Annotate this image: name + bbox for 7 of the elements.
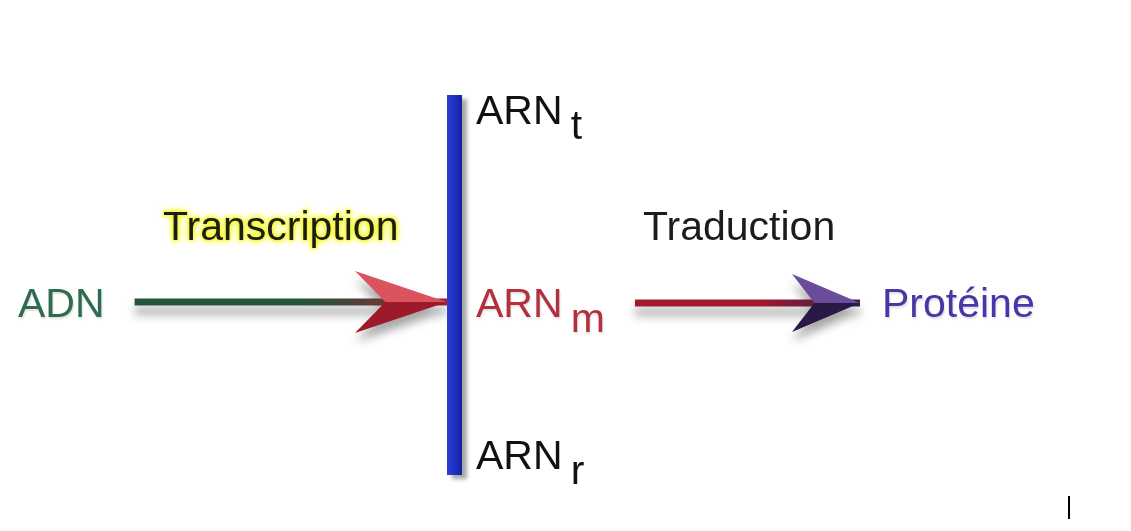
node-label: Protéine (882, 283, 1035, 324)
edge-label: Transcription (163, 206, 399, 247)
vertical-bar (447, 95, 462, 475)
arrow (134, 271, 447, 333)
arrow (634, 274, 860, 332)
edge-label: Traduction (643, 206, 836, 247)
node-label: ADN (18, 283, 105, 324)
